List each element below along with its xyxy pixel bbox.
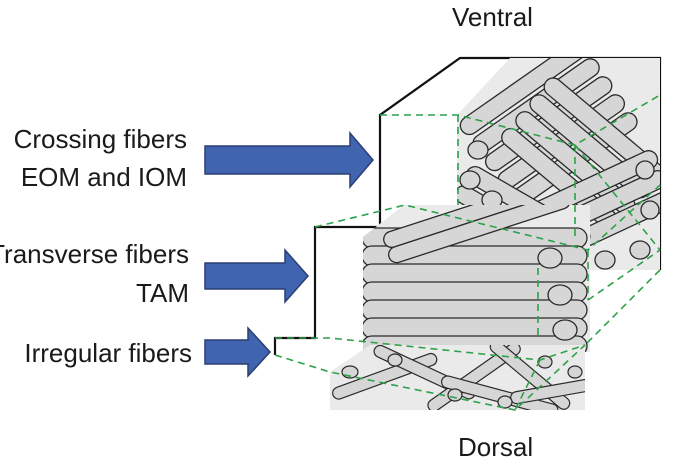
dorsal-label: Dorsal: [458, 432, 534, 462]
crossing-fibers-sublabel: EOM and IOM: [20, 162, 187, 192]
transverse-fibers-arrow: [204, 248, 310, 304]
transverse-fibers-sublabel: TAM: [136, 278, 189, 308]
dashed-block-edges: [274, 94, 661, 411]
transverse-fibers-label: Transverse fibers: [0, 239, 189, 269]
right-arrow-icon: [204, 326, 272, 378]
crossing-fibers-block: [457, 58, 660, 270]
transverse-fibers-block: [363, 205, 590, 352]
right-arrow-icon: [204, 130, 374, 190]
irregular-fibers-arrow: [204, 326, 272, 378]
right-arrow-icon: [204, 248, 310, 304]
crossing-fibers-label: Crossing fibers: [13, 124, 187, 154]
irregular-fibers-block: [330, 345, 585, 410]
ventral-label: Ventral: [452, 2, 533, 32]
crossing-fibers-arrow: [204, 130, 374, 190]
irregular-fibers-label: Irregular fibers: [24, 338, 192, 368]
